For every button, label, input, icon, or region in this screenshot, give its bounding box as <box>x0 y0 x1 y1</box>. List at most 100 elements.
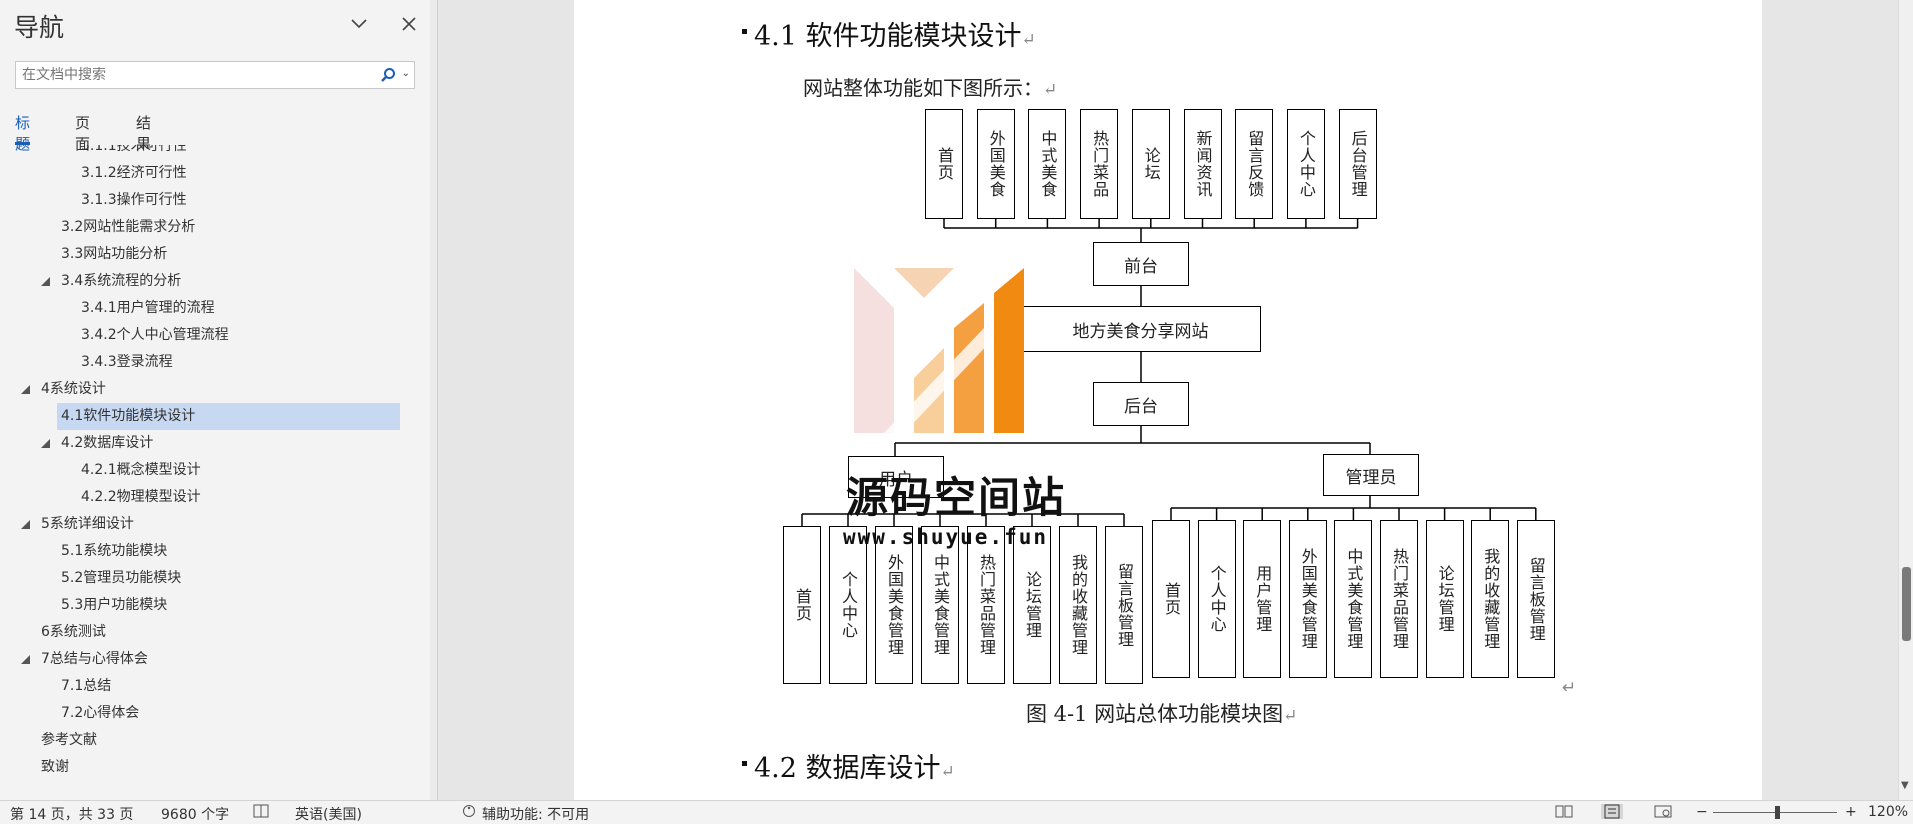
front-module-box: 论坛 <box>1131 109 1170 219</box>
close-icon[interactable] <box>396 12 422 38</box>
tree-item-label: 7总结与心得体会 <box>41 651 148 667</box>
paragraph-mark: ↵ <box>1283 706 1298 726</box>
tree-item-label: 4.2.2物理模型设计 <box>81 489 201 505</box>
tab-headings[interactable]: 标题 <box>15 114 31 153</box>
tree-item-label: 4系统设计 <box>41 381 106 397</box>
collapse-triangle-icon[interactable] <box>21 385 30 394</box>
user-module-box: 我的收藏管理 <box>1059 526 1097 684</box>
scrollbar-thumb[interactable] <box>1902 567 1911 641</box>
navigation-pane: 导航 ⌄ 标题 页面 结果 3.1.1技术可行性3.1.2经济可行性3.1.3操… <box>0 0 438 800</box>
watermark-logo <box>854 268 1024 433</box>
user-module-box: 首页 <box>783 526 821 684</box>
tab-pages[interactable]: 页面 <box>75 114 91 153</box>
front-module-box: 后台管理 <box>1338 109 1377 219</box>
accessibility-status[interactable]: 辅助功能: 不可用 <box>482 807 590 823</box>
zoom-in-button[interactable]: + <box>1845 804 1857 820</box>
root-box: 地方美食分享网站 <box>1020 306 1261 352</box>
accessibility-icon[interactable] <box>462 804 478 822</box>
vertical-scrollbar[interactable]: ▼ <box>1898 0 1913 800</box>
nav-scrollbar[interactable] <box>430 0 437 800</box>
nav-options-chevron-icon[interactable] <box>346 12 372 38</box>
tree-item[interactable]: 3.1.3操作可行性 <box>81 187 187 214</box>
admin-module-box: 热门菜品管理 <box>1380 520 1418 678</box>
tree-item[interactable]: 3.4.1用户管理的流程 <box>81 295 215 322</box>
tree-item[interactable]: 5.1系统功能模块 <box>61 538 167 565</box>
tree-item-label: 3.4系统流程的分析 <box>61 273 182 289</box>
proofing-icon[interactable] <box>253 804 269 822</box>
word-count[interactable]: 9680 个字 <box>161 807 230 823</box>
tree-item-label: 3.4.2个人中心管理流程 <box>81 327 229 343</box>
tree-item[interactable]: 4.1软件功能模块设计 <box>57 403 400 430</box>
tree-item[interactable]: 7.1总结 <box>61 673 111 700</box>
paragraph-mark: ↵ <box>1562 678 1577 698</box>
tree-item-label: 致谢 <box>41 759 69 775</box>
tree-item[interactable]: 5.2管理员功能模块 <box>61 565 181 592</box>
paragraph-mark: ↵ <box>1043 80 1058 100</box>
tab-results[interactable]: 结果 <box>136 114 152 153</box>
tree-item[interactable]: 4.2.1概念模型设计 <box>81 457 201 484</box>
tree-item[interactable]: 致谢 <box>41 754 69 781</box>
heading-4-1[interactable]: 4.1 软件功能模块设计↵ <box>754 14 1036 53</box>
admin-module-box: 论坛管理 <box>1425 520 1464 678</box>
tree-item-label: 3.1.1技术可行性 <box>81 145 187 154</box>
admin-module-box: 个人中心 <box>1197 520 1236 678</box>
collapse-triangle-icon[interactable] <box>21 655 30 664</box>
intro-paragraph[interactable]: 网站整体功能如下图所示：↵ <box>803 72 1057 101</box>
tree-item[interactable]: 3.1.2经济可行性 <box>81 160 187 187</box>
tree-item-label: 5.3用户功能模块 <box>61 597 168 613</box>
tree-item-label: 3.4.1用户管理的流程 <box>81 300 215 316</box>
front-module-box: 首页 <box>925 109 963 219</box>
zoom-out-button[interactable]: − <box>1696 804 1708 820</box>
search-icon[interactable] <box>380 67 396 83</box>
tree-item-label: 3.3网站功能分析 <box>61 246 168 262</box>
tree-item[interactable]: 6系统测试 <box>41 619 106 646</box>
figure-caption[interactable]: 图 4-1 网站总体功能模块图↵ <box>1026 698 1297 728</box>
heading-bullet <box>742 761 747 766</box>
tree-item[interactable]: 参考文献 <box>41 727 97 754</box>
tree-item[interactable]: 4.2.2物理模型设计 <box>81 484 201 511</box>
tree-item[interactable]: 7.2心得体会 <box>61 700 139 727</box>
front-module-box: 个人中心 <box>1286 109 1325 219</box>
user-module-box: 个人中心 <box>829 526 867 684</box>
search-input[interactable] <box>22 66 382 84</box>
tree-item[interactable]: 4系统设计 <box>41 376 106 403</box>
tree-item[interactable]: 3.2网站性能需求分析 <box>61 214 195 241</box>
language[interactable]: 英语(美国) <box>295 807 362 823</box>
collapse-triangle-icon[interactable] <box>21 520 30 529</box>
scroll-down-icon[interactable]: ▼ <box>1901 780 1909 791</box>
tree-item[interactable]: 7总结与心得体会 <box>41 646 148 673</box>
tree-item[interactable]: 3.4系统流程的分析 <box>61 268 181 295</box>
tree-item[interactable]: 3.3网站功能分析 <box>61 241 167 268</box>
heading-bullet <box>742 29 747 34</box>
admin-module-box: 中式美食管理 <box>1334 520 1373 678</box>
web-layout-icon[interactable] <box>1654 804 1672 819</box>
user-module-box: 热门菜品管理 <box>967 526 1005 684</box>
print-layout-icon[interactable] <box>1601 804 1623 819</box>
tree-item[interactable]: 3.1.1技术可行性 <box>81 145 187 160</box>
watermark-title: 源码空间站 <box>846 473 1067 522</box>
page-count[interactable]: 第 14 页，共 33 页 <box>10 807 134 823</box>
read-mode-icon[interactable] <box>1555 804 1573 819</box>
tree-item[interactable]: 5.3用户功能模块 <box>61 592 167 619</box>
tree-item-label: 4.2.1概念模型设计 <box>81 462 201 478</box>
back-box: 后台 <box>1093 382 1189 426</box>
user-module-box: 论坛管理 <box>1013 526 1051 684</box>
collapse-triangle-icon[interactable] <box>41 439 50 448</box>
tree-item[interactable]: 3.4.2个人中心管理流程 <box>81 322 229 349</box>
heading-4-2[interactable]: 4.2 数据库设计↵ <box>754 746 955 785</box>
zoom-level[interactable]: 120% <box>1868 804 1909 820</box>
search-box[interactable]: ⌄ <box>15 61 415 89</box>
collapse-triangle-icon[interactable] <box>41 277 50 286</box>
user-module-box: 中式美食管理 <box>921 526 959 684</box>
tree-item-label: 4.1软件功能模块设计 <box>61 408 196 424</box>
admin-box: 管理员 <box>1323 454 1419 496</box>
tree-item-label: 6系统测试 <box>41 624 106 640</box>
tree-item[interactable]: 3.4.3登录流程 <box>81 349 173 376</box>
tree-item[interactable]: 5系统详细设计 <box>41 511 134 538</box>
zoom-slider-thumb[interactable] <box>1775 806 1780 819</box>
tree-item[interactable]: 4.2数据库设计 <box>61 430 153 457</box>
chevron-down-icon[interactable]: ⌄ <box>401 68 410 79</box>
front-module-box: 新闻资讯 <box>1183 109 1222 219</box>
tree-item-label: 3.1.3操作可行性 <box>81 192 187 208</box>
user-box: 用户 <box>848 456 944 498</box>
